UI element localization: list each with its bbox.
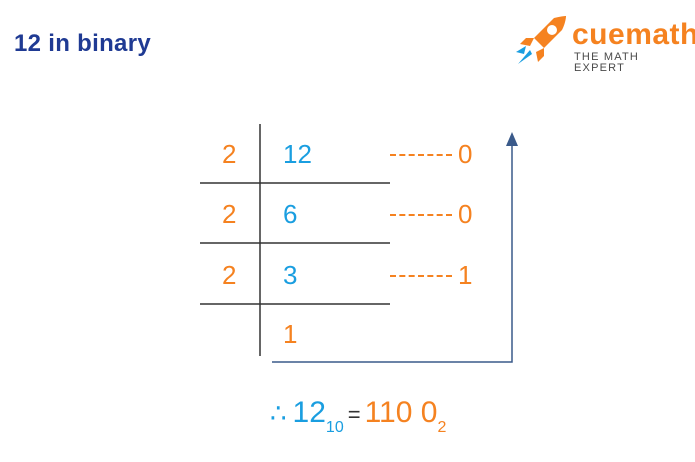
equals-sign: = bbox=[347, 402, 361, 427]
quotient-1: 12 bbox=[283, 139, 312, 169]
page-title: 12 in binary bbox=[14, 30, 151, 57]
therefore-symbol: ∴ bbox=[270, 398, 287, 428]
divisor-1: 2 bbox=[222, 139, 237, 169]
remainder-3: 1 bbox=[458, 260, 473, 290]
remainder-1: 0 bbox=[458, 139, 473, 169]
decimal-base: 10 bbox=[325, 419, 344, 436]
read-direction-arrow bbox=[272, 140, 513, 363]
remainder-2: 0 bbox=[458, 199, 473, 229]
binary-number: 110 0 bbox=[364, 396, 438, 429]
final-quotient: 1 bbox=[283, 319, 298, 349]
binary-base: 2 bbox=[437, 419, 447, 436]
quotient-3: 3 bbox=[283, 260, 298, 290]
decimal-number: 12 bbox=[292, 396, 326, 429]
dotted-connector-2 bbox=[390, 214, 452, 216]
arrow-head-icon bbox=[506, 132, 518, 146]
dotted-connector-3 bbox=[390, 275, 452, 277]
rocket-icon bbox=[516, 16, 566, 64]
quotient-2: 6 bbox=[283, 199, 298, 229]
dotted-connector-1 bbox=[390, 154, 452, 156]
divisor-3: 2 bbox=[222, 260, 237, 290]
logo-tagline: THE MATH EXPERT bbox=[574, 51, 640, 74]
logo-brand: cuemath bbox=[572, 18, 695, 51]
divisor-2: 2 bbox=[222, 199, 237, 229]
cuemath-logo: cuemath THE MATH EXPERT bbox=[510, 10, 695, 74]
result-equation: ∴1210=110 02 bbox=[270, 398, 446, 438]
